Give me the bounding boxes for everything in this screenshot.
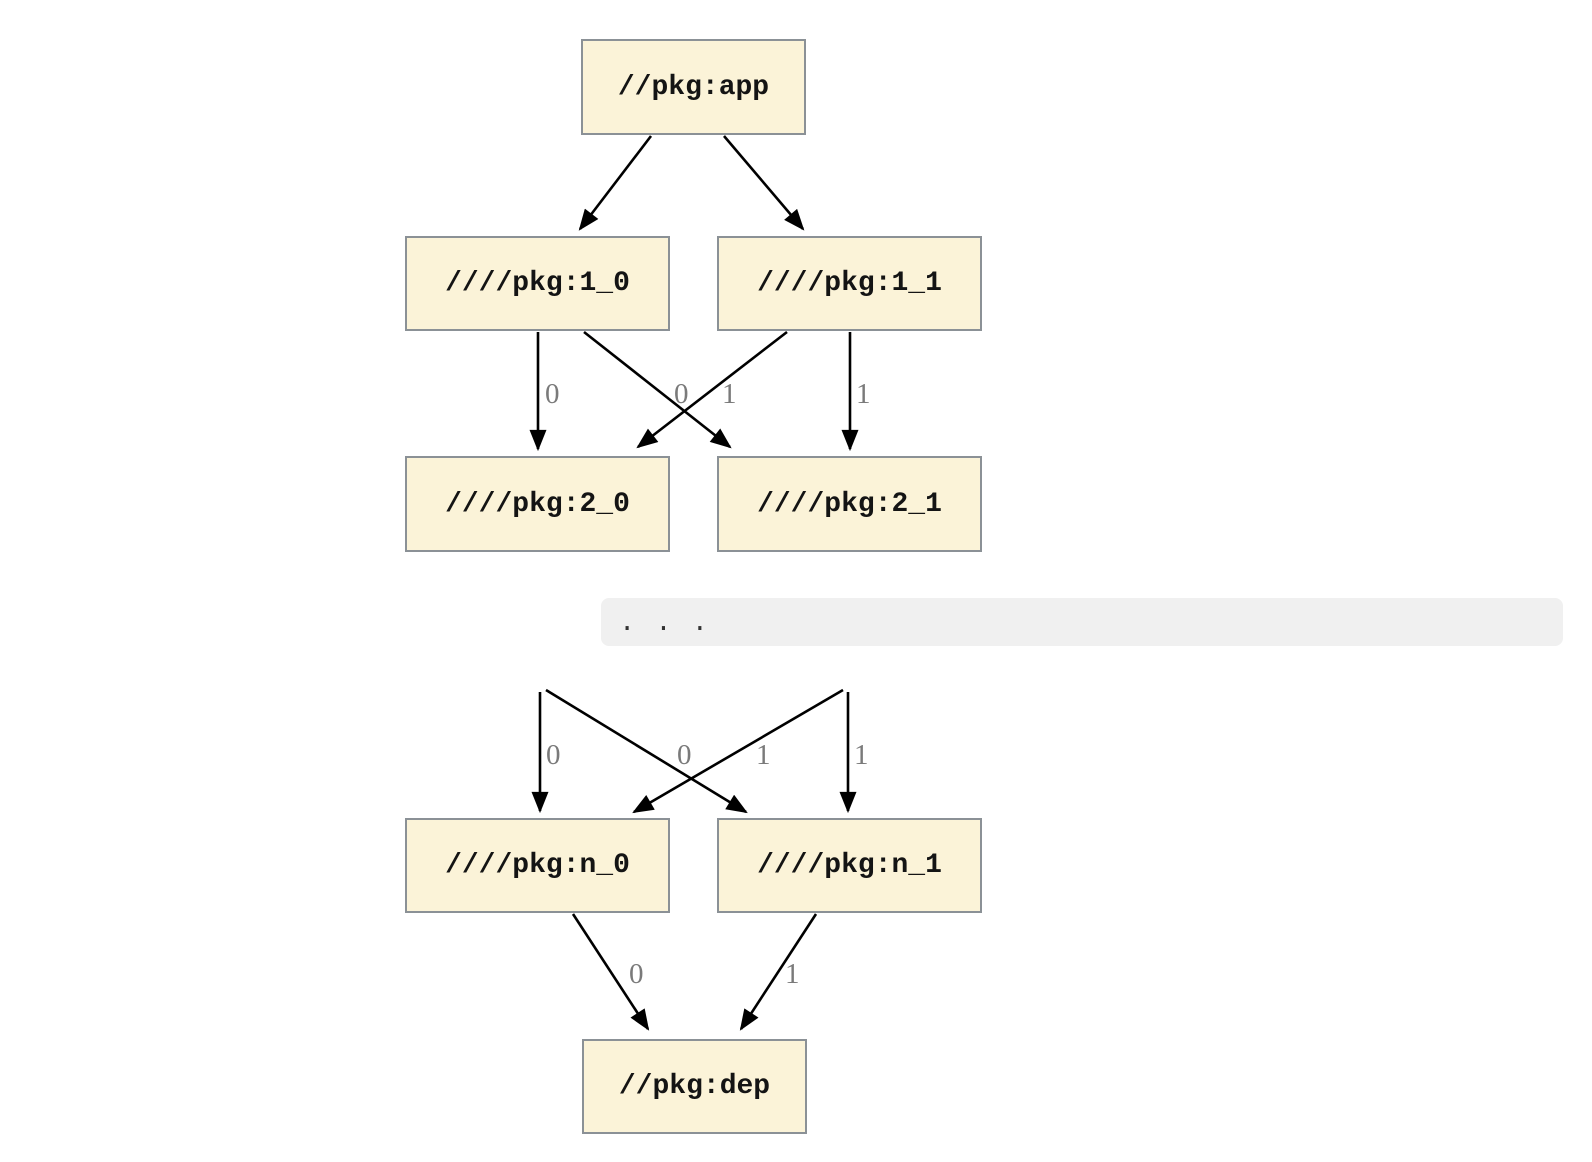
node-dep: //pkg:dep (582, 1039, 807, 1134)
edge-label-n_0-dep: 0 (629, 958, 644, 990)
node-2_0: ////pkg:2_0 (405, 456, 670, 552)
node-n_0-label: ////pkg:n_0 (445, 850, 630, 881)
node-2_0-label: ////pkg:2_0 (445, 488, 630, 520)
node-app: //pkg:app (581, 39, 806, 135)
node-app-label: //pkg:app (617, 71, 770, 103)
edge-label-1_0-2_0: 0 (545, 378, 560, 410)
edge-label-n_1-dep: 1 (785, 958, 800, 990)
edge-app-to-1_1 (723, 135, 805, 231)
edge-label-elided-n_1-mid: 1 (756, 739, 771, 771)
edge-label-elided-n_0-mid: 0 (677, 739, 692, 771)
edge-app-to-1_0 (578, 135, 653, 231)
node-n_1: ////pkg:n_1 (717, 818, 982, 913)
node-n_0: ////pkg:n_0 (405, 818, 670, 913)
node-2_1-label: ////pkg:2_1 (757, 488, 942, 520)
edge-label-1_0-2_1: 1 (722, 378, 737, 410)
node-n_1-label: ////pkg:n_1 (757, 850, 942, 881)
edge-elided-to-n_0-cross (632, 688, 844, 814)
edge-n_0-to-dep (571, 913, 650, 1031)
node-1_0: ////pkg:1_0 (405, 236, 670, 331)
edge-label-1_1-2_0: 0 (674, 378, 689, 410)
edge-n_1-to-dep (739, 913, 818, 1031)
node-1_1: ////pkg:1_1 (717, 236, 982, 331)
edge-label-elided-n_0-left: 0 (546, 739, 561, 771)
ellipsis-code-block: . . . (601, 598, 1563, 646)
node-1_0-label: ////pkg:1_0 (445, 268, 630, 299)
node-dep-label: //pkg:dep (618, 1071, 771, 1102)
node-1_1-label: ////pkg:1_1 (757, 268, 942, 299)
edge-1_0-to-2_1 (583, 330, 732, 449)
edge-label-1_1-2_1: 1 (856, 378, 871, 410)
ellipsis-text: . . . (619, 609, 711, 639)
node-2_1: ////pkg:2_1 (717, 456, 982, 552)
edge-elided-to-n_1-cross (545, 688, 748, 814)
edge-label-elided-n_1-right: 1 (854, 739, 869, 771)
edge-1_1-to-2_0 (636, 330, 788, 449)
